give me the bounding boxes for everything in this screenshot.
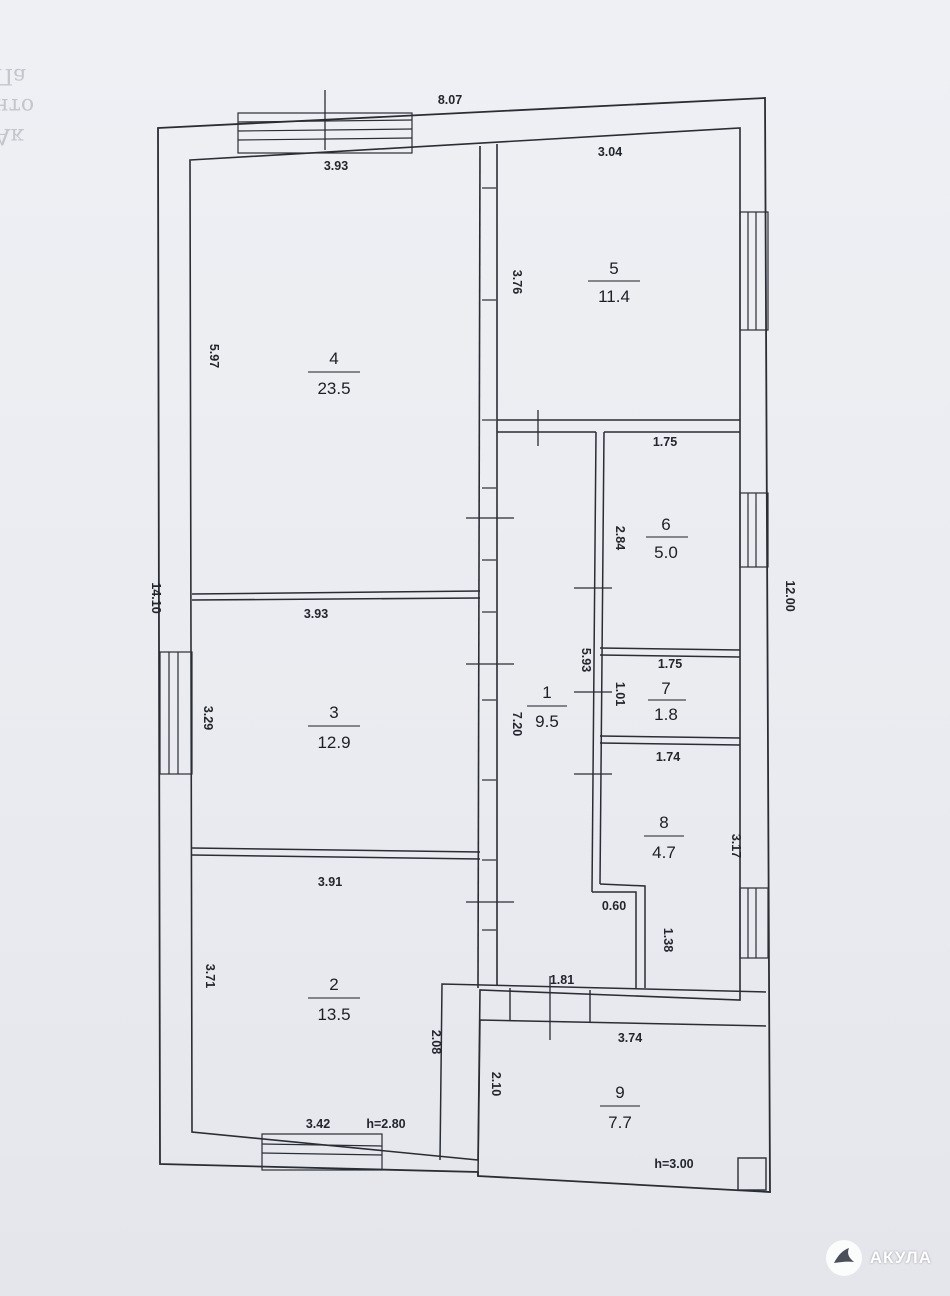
- partition-wall: [599, 735, 741, 739]
- partition-wall: [477, 145, 481, 989]
- room-area: 11.4: [598, 287, 630, 306]
- watermark-brand: АКУЛА: [869, 1248, 932, 1267]
- room-area: 7.7: [608, 1113, 632, 1132]
- room-area: 1.8: [654, 705, 678, 724]
- inner-wall-outline: [189, 127, 741, 1161]
- dimension-label: 3.29: [201, 706, 215, 730]
- porch-post: [737, 1157, 767, 1191]
- room-label-2: 2 13.5: [308, 975, 360, 1024]
- dimension-label: 0.60: [602, 899, 626, 913]
- dimension-label: 1.74: [656, 750, 680, 764]
- ceiling-height-label: h=2.80: [366, 1117, 405, 1131]
- room-number: 6: [661, 515, 670, 534]
- dimension-label: 8.07: [438, 93, 462, 107]
- partition-wall: [599, 431, 605, 885]
- dimension-label: 3.42: [306, 1117, 330, 1131]
- dimension-label: 3.04: [598, 145, 622, 159]
- room-label-3: 3 12.9: [308, 703, 360, 752]
- dimension-label: 1.75: [658, 657, 682, 671]
- room-area: 5.0: [654, 543, 678, 562]
- partition-wall: [191, 854, 481, 860]
- room-area: 4.7: [652, 843, 676, 862]
- room-label-5: 5 11.4: [588, 259, 640, 306]
- partition-wall: [191, 597, 481, 601]
- partition-wall: [599, 883, 646, 988]
- dimension-label: 1.01: [613, 682, 627, 706]
- room-area: 9.5: [535, 712, 559, 731]
- room-number: 1: [542, 683, 551, 702]
- window-right-lower: [739, 887, 769, 959]
- porch-wall: [439, 983, 767, 1161]
- window-right-upper: [739, 211, 769, 331]
- room-label-4: 4 23.5: [308, 349, 360, 398]
- dimension-label: 7.20: [510, 712, 524, 736]
- outer-wall: [157, 97, 771, 1193]
- door-markers: [324, 90, 612, 1040]
- dimension-label: 2.10: [489, 1072, 503, 1096]
- room-label-9: 9 7.7: [600, 1083, 640, 1132]
- dimension-label: 1.81: [550, 973, 574, 987]
- dimension-label: 5.97: [207, 344, 221, 368]
- dimension-label: 3.76: [510, 270, 524, 294]
- room-area: 13.5: [317, 1005, 350, 1024]
- partition-wall: [599, 742, 741, 746]
- porch-wall: [477, 1019, 767, 1177]
- partition-wall: [191, 590, 481, 595]
- room-area: 12.9: [317, 733, 350, 752]
- dimension-label: 2.84: [613, 526, 627, 550]
- room-number: 9: [615, 1083, 624, 1102]
- window-right-middle: [739, 492, 769, 568]
- dimension-label: 1.75: [653, 435, 677, 449]
- dimension-label: 3.74: [618, 1031, 642, 1045]
- room-number: 5: [609, 259, 618, 278]
- window-bottom: [261, 1133, 383, 1171]
- dimension-labels: 8.07 3.93 3.04 5.97 3.76 1.75 2.84 14.10…: [149, 93, 797, 1171]
- room-number: 7: [661, 679, 670, 698]
- partition-wall: [591, 431, 597, 893]
- dimension-label: 3.91: [318, 875, 342, 889]
- dimension-label: 3.93: [304, 607, 328, 621]
- dimension-label: 3.71: [203, 964, 217, 988]
- partition-wall: [592, 891, 637, 988]
- partition-wall: [599, 654, 741, 658]
- room-number: 3: [329, 703, 338, 722]
- dimension-label: 3.17: [729, 834, 743, 858]
- room-label-8: 8 4.7: [644, 813, 684, 862]
- dimension-label: 1.38: [661, 928, 675, 952]
- ceiling-height-label: h=3.00: [654, 1157, 693, 1171]
- dimension-label: 14.10: [149, 582, 163, 613]
- partition-wall: [191, 847, 481, 853]
- partition-wall: [599, 647, 741, 651]
- room-number: 8: [659, 813, 668, 832]
- room-area: 23.5: [317, 379, 350, 398]
- window-left: [159, 651, 193, 775]
- shark-logo-icon: [825, 1240, 862, 1276]
- dimension-label: 2.08: [429, 1030, 443, 1054]
- watermark: АКУЛА: [825, 1240, 932, 1276]
- dimension-label: 3.93: [324, 159, 348, 173]
- room-number: 2: [329, 975, 338, 994]
- corridor-wall-hatch: [482, 187, 496, 931]
- dimension-label: 12.00: [783, 580, 797, 611]
- room-label-7: 7 1.8: [648, 679, 686, 724]
- room-number: 4: [329, 349, 338, 368]
- room-label-6: 6 5.0: [646, 515, 688, 562]
- dimension-label: 5.93: [579, 648, 593, 672]
- room-label-1: 1 9.5: [527, 683, 567, 731]
